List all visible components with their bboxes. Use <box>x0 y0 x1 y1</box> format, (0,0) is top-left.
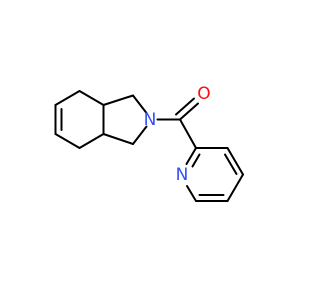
bond-c3-c7a <box>102 133 134 145</box>
bond-n1-c2py <box>185 147 197 165</box>
bond-c3a-c1 <box>102 94 134 106</box>
atom-label-n-amide: N <box>144 110 157 130</box>
bond-carbonyl-o-second <box>175 97 195 116</box>
bond-c1-n2 <box>132 94 148 114</box>
bond-c3a-c4 <box>78 90 105 106</box>
bond-c3py-c4py-inner <box>224 153 238 175</box>
bond-n2-c3 <box>132 125 148 145</box>
bond-c6-c7 <box>54 133 81 149</box>
bond-c6py-n1 <box>186 185 197 202</box>
atom-nitrogen-amide: N <box>144 110 157 130</box>
bond-c4-c5 <box>54 90 81 106</box>
bond-carbonyl-o <box>179 102 199 121</box>
atom-label-n-pyridine: N <box>176 165 189 185</box>
molecule-diagram: O N N <box>54 84 244 202</box>
atom-oxygen: O <box>197 84 210 104</box>
structure-canvas: O N N <box>54 84 244 202</box>
bond-c7-c7a <box>78 133 105 149</box>
atom-label-o: O <box>197 84 210 104</box>
bond-carbonyl-c2py <box>179 118 197 149</box>
bond-c4py-c5py <box>226 173 244 202</box>
bond-n1-c2py-inner <box>191 153 201 168</box>
atom-nitrogen-pyridine: N <box>176 165 189 185</box>
bond-c3py-c4py <box>226 147 244 176</box>
